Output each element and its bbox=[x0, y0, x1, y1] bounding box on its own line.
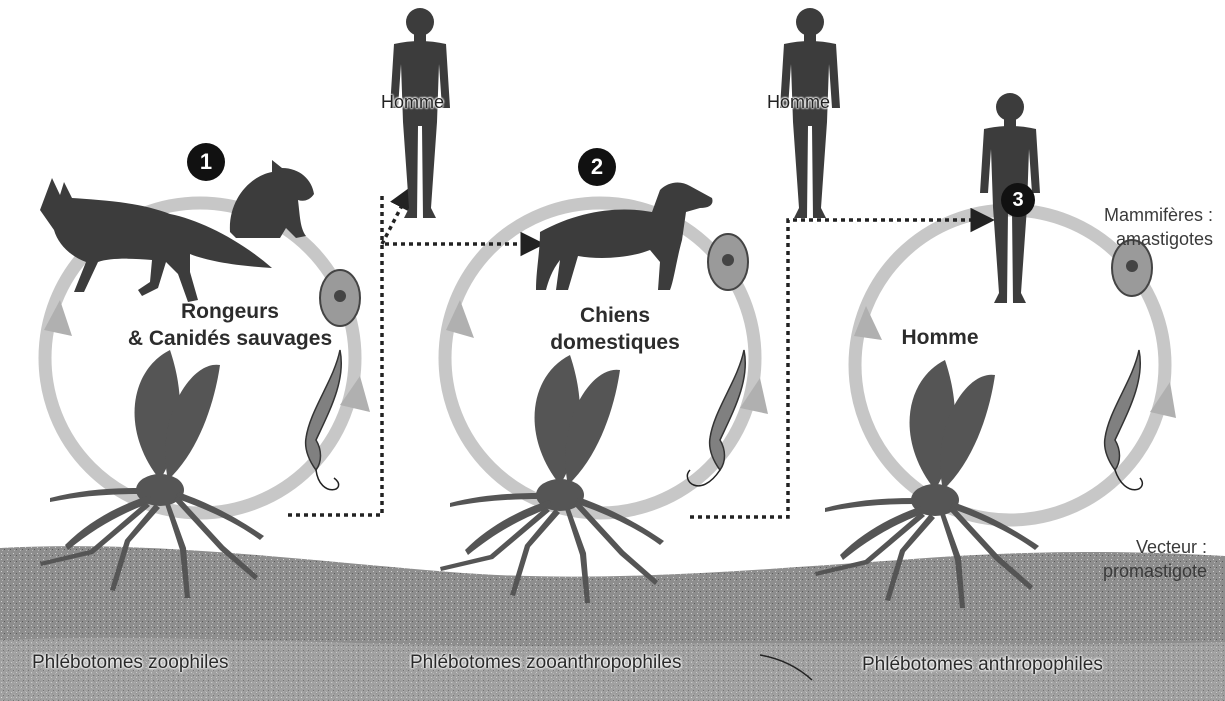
fox-icon bbox=[40, 178, 272, 302]
cycle-number-2: 2 bbox=[578, 148, 616, 186]
cycle-number-1: 1 bbox=[187, 143, 225, 181]
vector-label-2: Phlébotomes zooanthropophiles bbox=[410, 652, 681, 674]
human-label-2: Homme bbox=[767, 92, 830, 113]
host-label-3: Homme bbox=[880, 324, 1000, 351]
mammal-stage-label: Mammifères : amastigotes bbox=[1104, 203, 1213, 251]
vector-label-3: Phlébotomes anthropophiles bbox=[862, 654, 1103, 676]
vector-label-1: Phlébotomes zoophiles bbox=[32, 652, 228, 674]
vector-stage-label: Vecteur : promastigote bbox=[1103, 535, 1207, 583]
vector-stage-line1: Vecteur : bbox=[1103, 535, 1207, 559]
host-label-2-line1: Chiens bbox=[520, 302, 710, 329]
mammal-stage-line1: Mammifères : bbox=[1104, 203, 1213, 227]
mammal-stage-line2: amastigotes bbox=[1104, 227, 1213, 251]
host-label-2-line2: domestiques bbox=[520, 329, 710, 356]
host-label-2: Chiens domestiques bbox=[520, 302, 710, 356]
human-label-1: Homme bbox=[381, 92, 444, 113]
cycle-number-3: 3 bbox=[1001, 183, 1035, 217]
host-label-1-line2: & Canidés sauvages bbox=[100, 325, 360, 352]
rodent-icon bbox=[230, 160, 314, 238]
host-label-3-line1: Homme bbox=[880, 324, 1000, 351]
host-label-1-line1: Rongeurs bbox=[100, 298, 360, 325]
human-icon-2 bbox=[780, 8, 840, 218]
human-icon-1 bbox=[390, 8, 450, 218]
host-label-1: Rongeurs & Canidés sauvages bbox=[100, 298, 360, 352]
sandfly-icon-2 bbox=[440, 355, 664, 603]
vector-stage-line2: promastigote bbox=[1103, 559, 1207, 583]
